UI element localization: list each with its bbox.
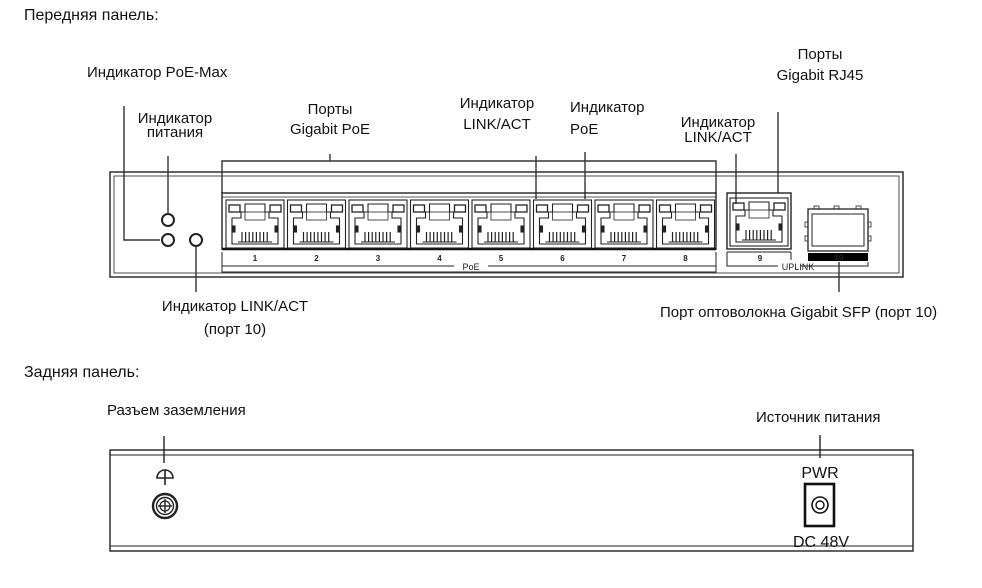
port-number-label: 10 — [835, 253, 844, 262]
label-poe-led: Индикатор PoE — [570, 99, 645, 139]
link-act-led — [732, 202, 745, 211]
rear-panel-title: Задняя панель: — [24, 364, 140, 381]
label-poe-max-led: Индикатор PoE-Max — [87, 64, 228, 81]
poe-led — [773, 202, 786, 211]
label-poe-ports: Порты Gigabit PoE — [270, 101, 390, 139]
port-number-label: 4 — [437, 254, 442, 263]
pwr-label: PWR — [801, 465, 838, 482]
poe-led — [576, 204, 590, 213]
poe-led — [515, 204, 528, 213]
power-led — [161, 213, 175, 227]
label-rj45-line1: Порты — [797, 46, 843, 63]
link-act-led — [597, 204, 610, 213]
poe-led — [699, 204, 713, 213]
label-power-led: Индикатор питания — [125, 110, 225, 142]
front-chassis-inner — [113, 175, 900, 274]
label-poe-ports-line2: Gigabit PoE — [289, 121, 371, 138]
poe-group-label: PoE — [462, 262, 479, 272]
port-number-label: 7 — [622, 254, 627, 263]
status-leds — [161, 213, 203, 247]
label-port10-led-line2: (порт 10) — [203, 321, 267, 338]
label-poe-led-line1: Индикатор — [570, 99, 645, 116]
port-number-label: 6 — [560, 254, 565, 263]
poe-port-5[interactable] — [471, 199, 531, 249]
front-chassis-outline — [109, 171, 904, 278]
label-rj45-ports: Порты Gigabit RJ45 — [770, 46, 870, 85]
label-uplink-link-line2: LINK/ACT — [684, 129, 752, 146]
port-number-label: 5 — [499, 254, 504, 263]
poe-port-6[interactable] — [532, 199, 593, 249]
poe-port-7[interactable] — [594, 199, 654, 249]
label-uplink-link-line1: Индикатор — [680, 114, 756, 131]
label-port10-led: Индикатор LINK/ACT (порт 10) — [130, 298, 340, 339]
uplink-port-9[interactable] — [729, 197, 789, 247]
label-link-act-led: Индикатор LINK/ACT — [447, 95, 547, 134]
port-number-label: 9 — [758, 254, 763, 263]
leader-poe-max — [123, 106, 160, 241]
poe-led — [330, 204, 344, 213]
sfp-port-10[interactable] — [804, 205, 872, 252]
poe-port-1[interactable] — [225, 199, 285, 249]
port10-link-led — [189, 233, 203, 247]
link-act-led — [289, 204, 303, 213]
port-number-label: 3 — [376, 254, 381, 263]
poe-port-4[interactable] — [409, 199, 470, 249]
link-act-led — [228, 204, 241, 213]
dc-power-jack-icon — [803, 482, 836, 528]
rear-panel-chassis — [109, 435, 914, 552]
poe-port-3[interactable] — [348, 199, 408, 249]
link-act-led — [474, 204, 487, 213]
ground-icon — [156, 469, 174, 485]
link-act-led — [535, 204, 549, 213]
rear-chassis-outline — [109, 449, 914, 552]
uplink-group-label: UPLINK — [782, 262, 815, 272]
poe-led — [453, 204, 467, 213]
label-sfp-port: Порт оптоволокна Gigabit SFP (порт 10) — [660, 304, 938, 321]
link-act-led — [351, 204, 364, 213]
poe-led — [638, 204, 651, 213]
label-power-source: Источник питания — [756, 409, 881, 426]
link-act-led — [412, 204, 426, 213]
label-power-led-line1: Индикатор — [137, 110, 213, 127]
label-ground-connector: Разъем заземления — [107, 402, 246, 419]
dc-voltage-label: DC 48V — [793, 534, 849, 551]
link-act-led — [658, 204, 672, 213]
port-number-label: 8 — [683, 254, 688, 263]
label-link-act-line2: LINK/ACT — [463, 116, 531, 133]
label-port10-led-line1: Индикатор LINK/ACT — [161, 298, 309, 315]
poe-led — [392, 204, 405, 213]
port-number-label: 2 — [314, 254, 319, 263]
port-number-label: 1 — [253, 254, 258, 263]
front-leader-lines — [123, 106, 840, 292]
label-power-led-line2: питания — [146, 124, 204, 141]
bracket-poe-ports — [221, 160, 717, 193]
front-panel-chassis — [109, 171, 904, 278]
uplink-port-frame — [726, 192, 792, 250]
front-panel-title: Передняя панель: — [24, 7, 159, 24]
ground-screw-icon — [151, 492, 179, 520]
poe-max-led — [161, 233, 175, 247]
label-link-act-line1: Индикатор — [459, 95, 535, 112]
label-poe-ports-line1: Порты — [307, 101, 353, 118]
label-poe-led-line2: PoE — [570, 121, 599, 138]
poe-led — [269, 204, 282, 213]
poe-port-8[interactable] — [655, 199, 716, 249]
poe-port-2[interactable] — [286, 199, 347, 249]
label-uplink-link-act-led: Индикатор LINK/ACT — [668, 114, 768, 147]
label-rj45-line2: Gigabit RJ45 — [776, 67, 864, 84]
